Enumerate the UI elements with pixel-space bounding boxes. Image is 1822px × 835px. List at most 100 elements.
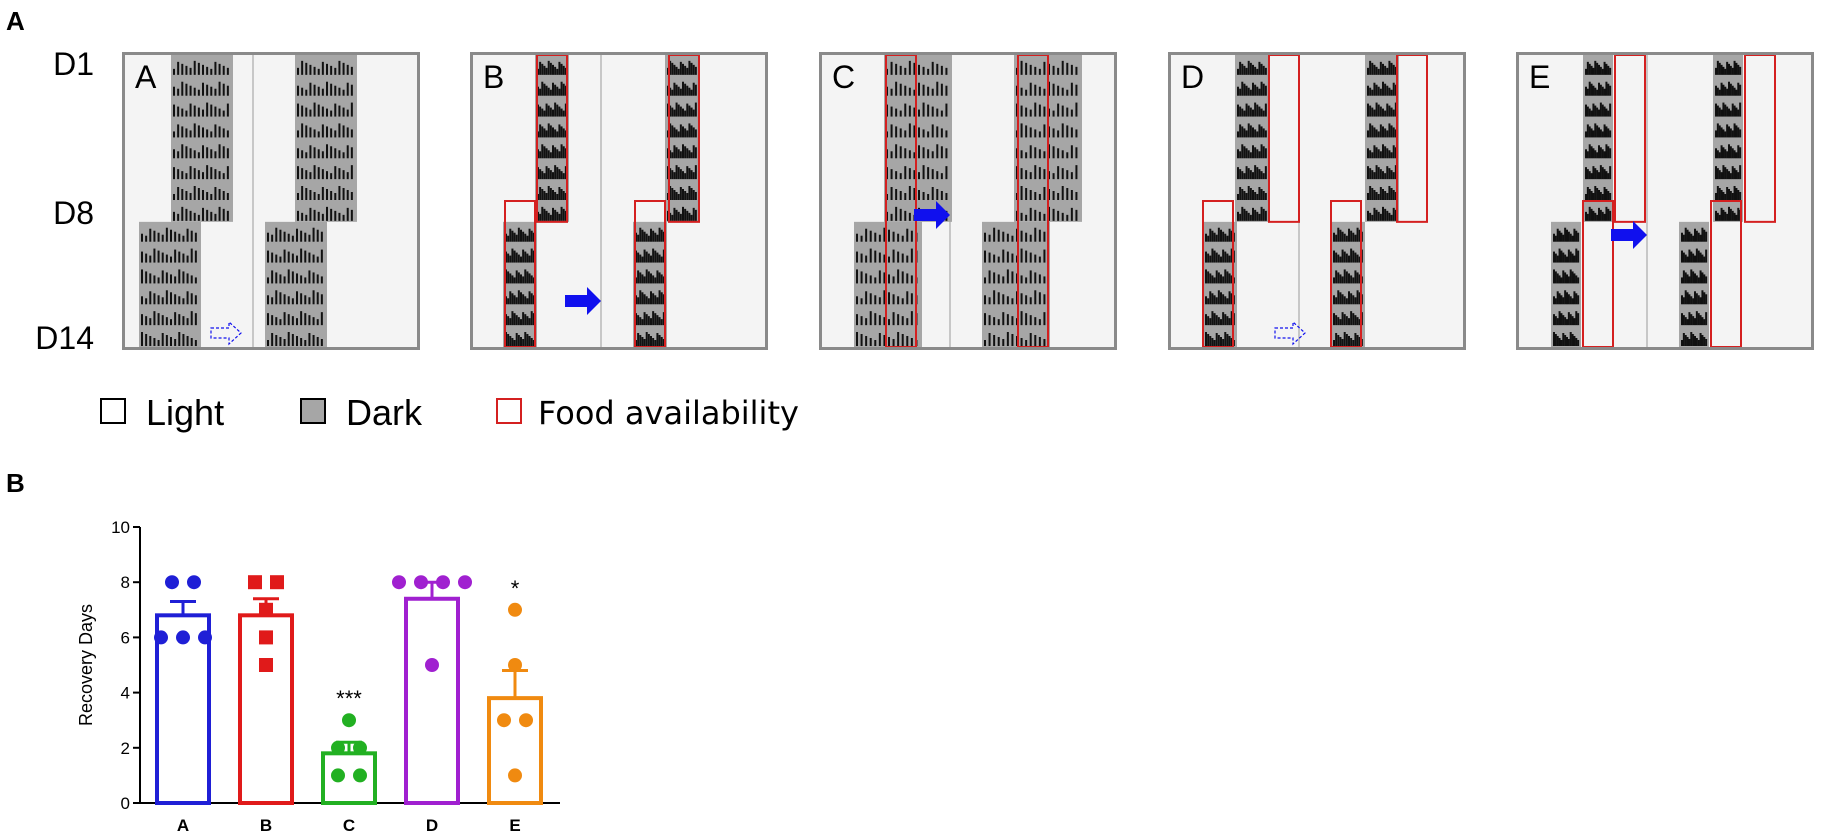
activity-bar (564, 193, 567, 200)
activity-bar (660, 319, 663, 326)
data-point-C (331, 740, 345, 755)
activity-bar (1034, 192, 1037, 200)
activity-bar (1609, 210, 1612, 221)
activity-bar (1605, 206, 1608, 221)
activity-bar (1599, 147, 1602, 159)
activity-bar (856, 314, 858, 326)
activity-bar (1715, 103, 1717, 117)
activity-bar (1726, 187, 1729, 200)
activity-bar (1333, 277, 1335, 284)
dark-period (503, 221, 537, 347)
activity-bar (677, 149, 680, 159)
activity-bar (1703, 256, 1706, 263)
activity-bar (1038, 104, 1041, 117)
activity-bar (1243, 65, 1246, 75)
activity-bar (654, 313, 657, 326)
activity-bar (1258, 124, 1261, 138)
activity-bar (1345, 235, 1348, 242)
activity-bar (186, 228, 189, 242)
activity-bar (157, 340, 160, 346)
activity-bar (1394, 66, 1397, 75)
activity-bar (1217, 317, 1220, 326)
activity-bar (1337, 254, 1340, 263)
activity-bar (1726, 88, 1729, 96)
activity-bar (226, 130, 229, 138)
activity-bar (899, 146, 902, 159)
activity-bar (1052, 65, 1055, 75)
activity-bar (1034, 102, 1037, 117)
activity-bar (153, 248, 156, 263)
activity-bar (931, 61, 934, 75)
activity-bar (1373, 172, 1376, 180)
activity-bar (1226, 253, 1229, 263)
activity-bar (1333, 340, 1335, 346)
activity-bar (988, 270, 991, 284)
activity-bar (1575, 338, 1578, 346)
activity-bar (675, 84, 678, 96)
activity-bar (1594, 212, 1597, 221)
activity-bar (1264, 85, 1267, 96)
activity-bar (562, 191, 565, 200)
activity-bar (1333, 295, 1335, 305)
activity-bar (1718, 107, 1721, 117)
activity-bar (182, 271, 185, 284)
activity-bar (1705, 276, 1708, 284)
activity-bar (686, 130, 689, 138)
activity-bar (309, 109, 312, 117)
activity-bar (1715, 85, 1717, 96)
activity-bar (517, 254, 520, 263)
activity-bar (1239, 151, 1242, 159)
activity-bar (1230, 248, 1233, 263)
activity-bar (1264, 103, 1267, 117)
activity-bar (1354, 234, 1357, 242)
activity-bar (639, 290, 642, 305)
activity-bar (1571, 235, 1574, 242)
activity-bar (296, 273, 298, 284)
activity-bar (1735, 188, 1738, 200)
activity-bar (1209, 255, 1212, 263)
activity-bar (1699, 297, 1702, 305)
activity-bar (1029, 207, 1032, 221)
activity-bar (1554, 253, 1557, 263)
activity-bar (1211, 311, 1214, 326)
activity-bar (317, 131, 320, 138)
activity-bar (528, 255, 531, 263)
activity-bar (1262, 173, 1265, 180)
activity-bar (1356, 290, 1359, 305)
activity-bar (1590, 83, 1593, 96)
activity-bar (1034, 66, 1037, 75)
activity-bar (1682, 333, 1685, 346)
activity-bar (899, 65, 902, 75)
activity-bar (856, 332, 858, 346)
activity-bar (1601, 86, 1604, 96)
activity-bar (1043, 312, 1046, 326)
activity-bar (528, 273, 531, 284)
activity-bar (1728, 126, 1730, 138)
activity-bar (654, 232, 657, 242)
activity-bar (214, 187, 217, 200)
activity-bar (910, 311, 913, 326)
activity-bar (1002, 249, 1005, 263)
food-window (1582, 200, 1614, 347)
activity-bar (639, 335, 642, 346)
activity-bar (1699, 252, 1702, 263)
activity-bar (189, 67, 192, 75)
activity-bar (1241, 171, 1244, 180)
activity-bar (1224, 314, 1227, 326)
activity-bar (1339, 229, 1342, 242)
activity-bar (313, 66, 316, 75)
activity-bar (509, 318, 512, 326)
activity-bar (694, 165, 697, 180)
activity-bar (1020, 87, 1023, 96)
activity-bar (275, 254, 278, 263)
activity-bar (1075, 84, 1078, 96)
activity-bar (1684, 335, 1687, 346)
activity-bar (1382, 171, 1384, 180)
activity-bar (1590, 146, 1593, 159)
activity-bar (1569, 251, 1572, 263)
activity-bar (936, 81, 939, 96)
activity-bar (1237, 194, 1239, 200)
activity-bar (931, 124, 934, 138)
activity-bar (1207, 253, 1210, 263)
activity-bar (545, 103, 548, 117)
